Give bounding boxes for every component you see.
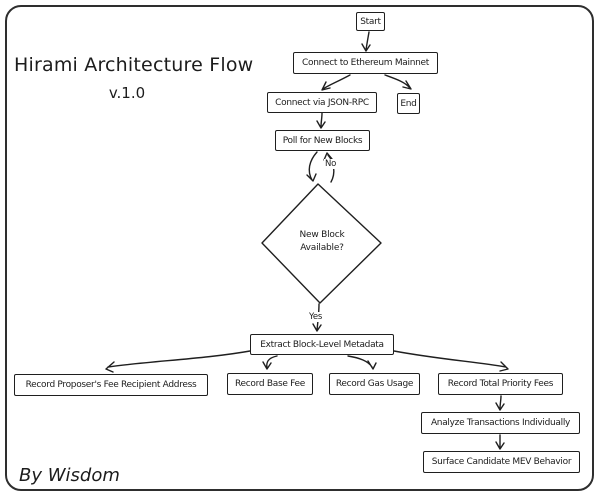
edge-label-yes: Yes xyxy=(308,312,324,322)
node-poll-label: Poll for New Blocks xyxy=(282,135,363,146)
version-label: v.1.0 xyxy=(108,84,146,102)
node-poll-new-blocks: Poll for New Blocks xyxy=(275,130,370,151)
decision-line2: Available? xyxy=(300,243,344,253)
node-record-gas-usage-label: Record Gas Usage xyxy=(335,379,414,389)
node-analyze-transactions: Analyze Transactions Individually xyxy=(421,412,580,434)
node-connect-mainnet-label: Connect to Ethereum Mainnet xyxy=(302,58,429,68)
node-record-priority-fees-label: Record Total Priority Fees xyxy=(447,379,554,389)
edge-label-no: No xyxy=(324,159,338,169)
node-decision-label: New Block Available? xyxy=(272,229,372,255)
node-end-label: End xyxy=(400,98,417,109)
node-connect-mainnet: Connect to Ethereum Mainnet xyxy=(293,52,438,74)
node-surface-mev: Surface Candidate MEV Behavior xyxy=(423,451,580,473)
decision-line1: New Block xyxy=(299,230,345,240)
node-record-proposer: Record Proposer's Fee Recipient Address xyxy=(14,374,208,396)
node-start: Start xyxy=(356,12,385,31)
node-connect-jsonrpc: Connect via JSON-RPC xyxy=(267,92,377,113)
node-record-base-fee-label: Record Base Fee xyxy=(235,379,305,389)
author-signature: By Wisdom xyxy=(19,465,120,486)
node-record-proposer-label: Record Proposer's Fee Recipient Address xyxy=(25,380,197,390)
outer-border xyxy=(5,5,594,491)
node-record-priority-fees: Record Total Priority Fees xyxy=(438,373,563,395)
node-end: End xyxy=(397,93,420,114)
node-surface-mev-label: Surface Candidate MEV Behavior xyxy=(431,457,572,467)
node-record-base-fee: Record Base Fee xyxy=(227,373,313,395)
node-extract-metadata: Extract Block-Level Metadata xyxy=(250,334,394,355)
node-extract-label: Extract Block-Level Metadata xyxy=(260,339,384,350)
node-connect-jsonrpc-label: Connect via JSON-RPC xyxy=(275,97,369,108)
node-record-gas-usage: Record Gas Usage xyxy=(329,373,420,395)
node-analyze-transactions-label: Analyze Transactions Individually xyxy=(430,418,571,428)
page-title: Hirami Architecture Flow xyxy=(14,54,254,76)
node-start-label: Start xyxy=(360,16,381,27)
